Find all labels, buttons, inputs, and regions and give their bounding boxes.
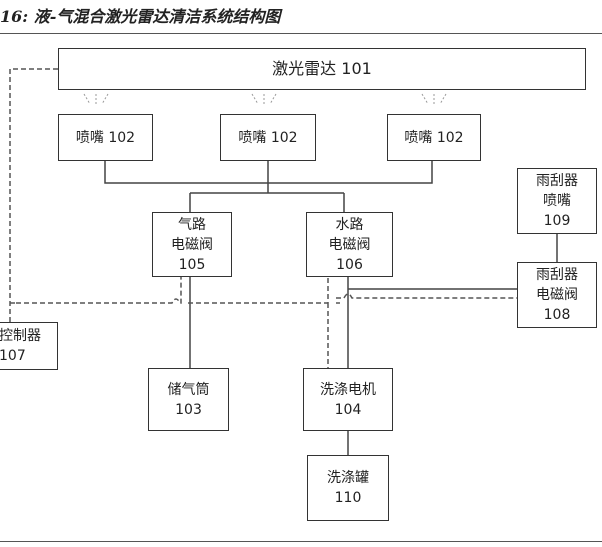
nozzle-label: 喷嘴 xyxy=(404,129,433,146)
water-valve-line2: 电磁阀 xyxy=(328,236,371,253)
nozzle-bus xyxy=(104,161,433,212)
wiper-nozzle-line2: 喷嘴 xyxy=(543,193,571,209)
wash-motor-box: 洗涤电机 104 xyxy=(303,368,393,431)
nozzle-id: 102 xyxy=(108,129,136,146)
lidar-id: 101 xyxy=(341,59,372,78)
wash-motor-id: 104 xyxy=(334,401,362,418)
nozzle-box-right: 喷嘴 102 xyxy=(387,114,481,161)
control-line-lidar xyxy=(9,68,58,322)
controller-box: 控制器 107 xyxy=(0,322,58,370)
wiper-valve-line1: 雨刮器 xyxy=(536,267,578,283)
nozzle-label: 喷嘴 xyxy=(75,129,104,146)
wiper-valve-line2: 电磁阀 xyxy=(536,287,578,303)
bottom-rule xyxy=(0,541,602,542)
wash-motor-label: 洗涤电机 xyxy=(320,381,376,398)
wiper-nozzle-line1: 雨刮器 xyxy=(536,173,578,189)
wiper-nozzle-box: 雨刮器 喷嘴 109 xyxy=(517,168,597,234)
wiper-nozzle-id: 109 xyxy=(543,213,571,229)
nozzle-box-left: 喷嘴 102 xyxy=(58,114,153,161)
wiper-valve-id: 108 xyxy=(543,307,571,323)
control-line-water xyxy=(188,277,329,368)
lidar-label: 激光雷达 xyxy=(272,59,337,78)
wash-tank-id: 110 xyxy=(334,490,362,506)
nozzle-label: 喷嘴 xyxy=(238,129,267,146)
air-valve-box: 气路 电磁阀 105 xyxy=(152,212,232,277)
air-valve-id: 105 xyxy=(178,256,206,273)
water-valve-id: 106 xyxy=(336,256,363,273)
lidar-box: 激光雷达 101 xyxy=(58,48,586,90)
wash-tank-label: 洗涤罐 xyxy=(327,470,369,486)
control-line-wiper xyxy=(336,293,517,299)
control-line-bus xyxy=(10,277,182,304)
nozzle-id: 102 xyxy=(436,129,464,146)
wash-tank-box: 洗涤罐 110 xyxy=(307,455,389,521)
nozzle-box-middle: 喷嘴 102 xyxy=(220,114,316,161)
wiper-valve-box: 雨刮器 电磁阀 108 xyxy=(517,262,597,328)
air-tank-label: 储气筒 xyxy=(167,381,210,398)
figure-title: 16: 液-气混合激光雷达清洁系统结构图 xyxy=(0,7,281,26)
air-valve-line2: 电磁阀 xyxy=(171,236,213,253)
lidar-beams xyxy=(83,93,447,105)
air-tank-box: 储气筒 103 xyxy=(148,368,229,431)
air-valve-line1: 气路 xyxy=(178,216,206,233)
air-tank-id: 103 xyxy=(175,401,202,418)
controller-label: 控制器 xyxy=(0,328,41,344)
nozzle-id: 102 xyxy=(270,129,298,146)
water-valve-line1: 水路 xyxy=(335,216,364,233)
water-valve-box: 水路 电磁阀 106 xyxy=(306,212,393,277)
top-rule xyxy=(0,33,602,34)
controller-id: 107 xyxy=(0,348,26,364)
